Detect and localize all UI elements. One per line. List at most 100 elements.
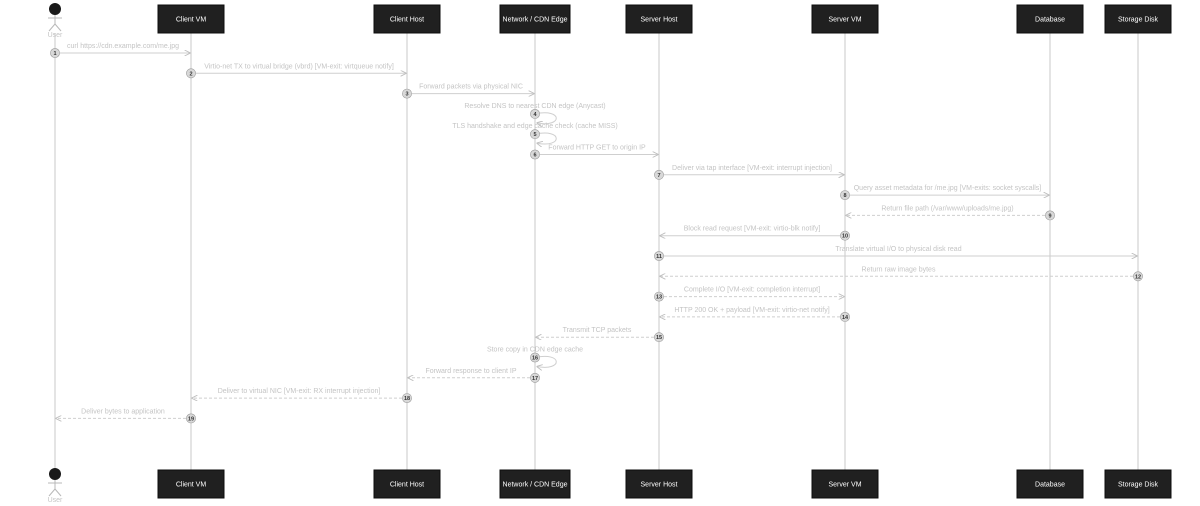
- message-label: Deliver via tap interface [VM-exit: inte…: [672, 165, 832, 172]
- actor-head-icon: [49, 468, 61, 480]
- step-badge: [530, 352, 540, 363]
- step-badge: [654, 291, 664, 302]
- message-label: Deliver to virtual NIC [VM-exit: RX inte…: [218, 388, 381, 395]
- actor-label-top: User: [48, 32, 63, 39]
- message-13: Complete I/O [VM-exit: completion interr…: [654, 287, 844, 302]
- participant-box: [499, 469, 571, 499]
- message-16: Store copy in CDN edge cache 16: [487, 347, 583, 368]
- participant-label: Network / CDN Edge: [503, 17, 568, 24]
- step-number: 17: [532, 376, 538, 382]
- actor-bottom: User: [48, 468, 63, 504]
- message-label: Resolve DNS to nearest CDN edge (Anycast…: [464, 103, 605, 110]
- participant-label: Database: [1035, 17, 1065, 24]
- participant-label: Server VM: [828, 482, 861, 489]
- message-label: Query asset metadata for /me.jpg [VM-exi…: [854, 185, 1042, 192]
- participant-label: Client VM: [176, 17, 207, 24]
- step-number: 9: [1048, 213, 1051, 219]
- participant-box: [1016, 4, 1084, 34]
- step-badge: [840, 311, 850, 322]
- actor-leg-left: [48, 23, 56, 32]
- message-4: Resolve DNS to nearest CDN edge (Anycast…: [464, 103, 606, 124]
- step-badge: [186, 68, 196, 79]
- participant-label: Storage Disk: [1118, 482, 1159, 489]
- participant-label: Server Host: [641, 482, 678, 489]
- message-8: Query asset metadata for /me.jpg [VM-exi…: [840, 185, 1049, 200]
- step-number: 8: [843, 193, 846, 199]
- participant-box: [811, 469, 879, 499]
- message-6: Forward HTTP GET to origin IP6: [530, 145, 658, 160]
- participant-client_vm-bottom: Client VM: [157, 469, 225, 499]
- step-number: 19: [188, 416, 194, 422]
- participant-client_host-top: Client Host: [373, 4, 441, 34]
- participant-label: Server VM: [828, 17, 861, 24]
- message-2: Virtio-net TX to virtual bridge (vbrd) […: [186, 63, 406, 79]
- step-badge: [654, 332, 664, 343]
- participant-box: [625, 469, 693, 499]
- message-label: TLS handshake and edge cache check (cach…: [452, 123, 617, 130]
- participant-server_vm-top: Server VM: [811, 4, 879, 34]
- step-number: 2: [189, 71, 192, 77]
- participant-database-bottom: Database: [1016, 469, 1084, 499]
- participant-box: [373, 469, 441, 499]
- participant-box: [625, 4, 693, 34]
- message-arrow: [534, 132, 557, 144]
- step-number: 4: [533, 112, 537, 118]
- step-number: 6: [533, 153, 536, 159]
- step-badge: [654, 251, 664, 261]
- step-number: 14: [842, 315, 849, 321]
- step-badge: [530, 149, 540, 160]
- step-badge: [530, 129, 540, 140]
- step-number: 12: [1135, 274, 1141, 280]
- participant-label: Client VM: [176, 482, 207, 489]
- message-19: Deliver bytes to application 19: [56, 408, 196, 424]
- actor-leg-left: [48, 488, 56, 497]
- message-label: HTTP 200 OK + payload [VM-exit: virtio-n…: [674, 307, 829, 314]
- participant-server_host-top: Server Host: [625, 4, 693, 34]
- step-number: 16: [532, 356, 538, 362]
- step-number: 18: [404, 396, 410, 402]
- participant-label: Storage Disk: [1118, 17, 1159, 24]
- participant-label: Client Host: [390, 482, 424, 489]
- participant-label: Database: [1035, 482, 1065, 489]
- message-label: Virtio-net TX to virtual bridge (vbrd) […: [204, 63, 394, 70]
- participant-client_vm-top: Client VM: [157, 4, 225, 34]
- message-label: Store copy in CDN edge cache: [487, 347, 583, 354]
- message-label: curl https://cdn.example.com/me.jpg: [67, 43, 179, 50]
- step-badge: [402, 88, 412, 99]
- step-badge: [840, 230, 850, 241]
- participant-label: Server Host: [641, 17, 678, 24]
- message-14: HTTP 200 OK + payload [VM-exit: virtio-n…: [660, 307, 850, 322]
- actor-top: User: [48, 3, 63, 39]
- step-badge: [530, 109, 540, 119]
- message-arrow: [534, 355, 557, 367]
- message-12: Return raw image bytes 12: [660, 266, 1143, 282]
- step-number: 5: [533, 132, 536, 138]
- step-badge: [402, 393, 412, 403]
- message-18: Deliver to virtual NIC [VM-exit: RX inte…: [192, 388, 412, 403]
- step-badge: [530, 372, 540, 383]
- actor-leg-right: [54, 23, 62, 32]
- message-arrow: [534, 112, 557, 124]
- message-label: Return raw image bytes: [862, 266, 936, 273]
- actor-head-icon: [49, 3, 61, 15]
- step-badge: [50, 48, 60, 58]
- step-badge: [840, 190, 850, 200]
- step-number: 13: [656, 295, 662, 301]
- message-label: Block read request [VM-exit: virtio-blk …: [684, 226, 821, 233]
- participant-server_host-bottom: Server Host: [625, 469, 693, 499]
- message-label: Deliver bytes to application: [81, 408, 165, 415]
- message-10: Block read request [VM-exit: virtio-blk …: [660, 226, 850, 241]
- step-number: 3: [405, 92, 408, 98]
- actor-leg-right: [54, 488, 62, 497]
- participant-label: Client Host: [390, 17, 424, 24]
- message-5: TLS handshake and edge cache check (cach…: [452, 123, 618, 144]
- message-label: Complete I/O [VM-exit: completion interr…: [684, 287, 820, 294]
- message-11: Translate virtual I/O to physical disk r…: [654, 246, 1137, 261]
- participant-client_host-bottom: Client Host: [373, 469, 441, 499]
- participant-label: Network / CDN Edge: [503, 482, 568, 489]
